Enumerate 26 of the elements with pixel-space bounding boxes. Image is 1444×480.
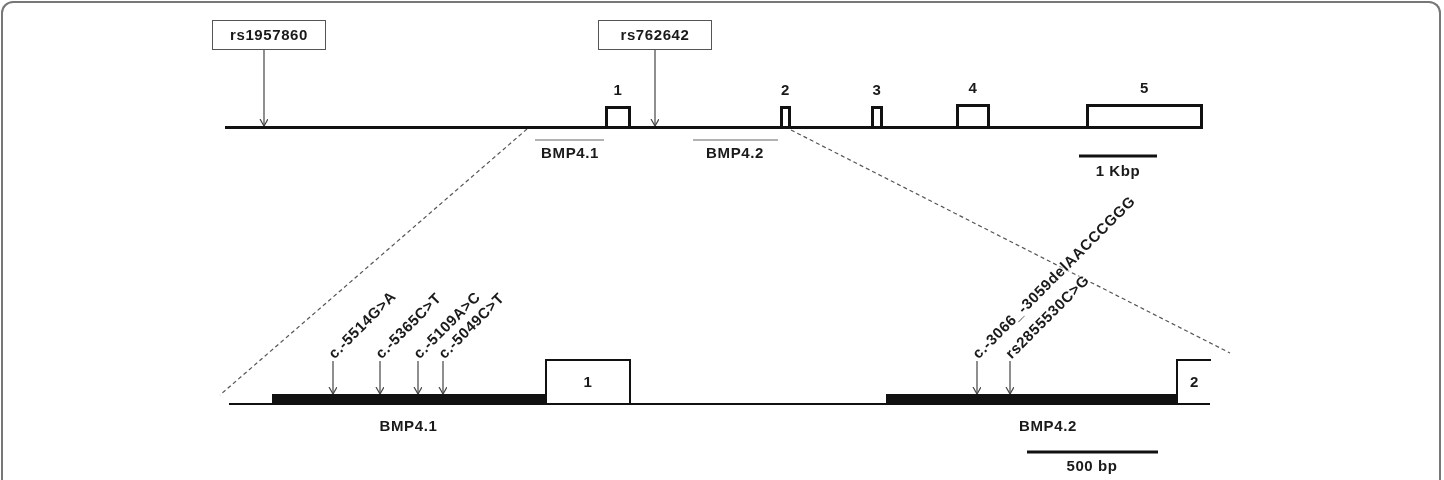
region-label: BMP4.1: [379, 418, 438, 434]
gene-line: [225, 126, 1203, 129]
region-label: BMP4.2: [1019, 418, 1077, 434]
region-label: BMP4.1: [541, 145, 599, 161]
exon-box: [545, 359, 631, 403]
arrow: [375, 360, 385, 395]
exon-number: 1: [613, 82, 623, 98]
exon-box: [1176, 359, 1211, 403]
region-label: BMP4.2: [706, 145, 764, 161]
arrow: [438, 360, 448, 395]
scale-label: 1 Kbp: [1095, 163, 1141, 179]
exon-number: 4: [968, 80, 978, 96]
arrow: [328, 360, 338, 395]
snp-callout: rs762642: [598, 20, 712, 50]
exon-number: 1: [583, 374, 593, 390]
exon-number: 5: [1140, 80, 1149, 96]
arrow: [972, 360, 982, 395]
arrow: [413, 360, 423, 395]
exon-number: 2: [1190, 374, 1199, 390]
arrow: [259, 49, 269, 127]
arrow: [650, 49, 660, 127]
arrow: [1005, 360, 1015, 395]
exon-number: 2: [781, 82, 790, 98]
snp-callout: rs1957860: [212, 20, 326, 50]
exon-number: 3: [872, 82, 882, 98]
scale-label: 500 bp: [1066, 458, 1118, 474]
